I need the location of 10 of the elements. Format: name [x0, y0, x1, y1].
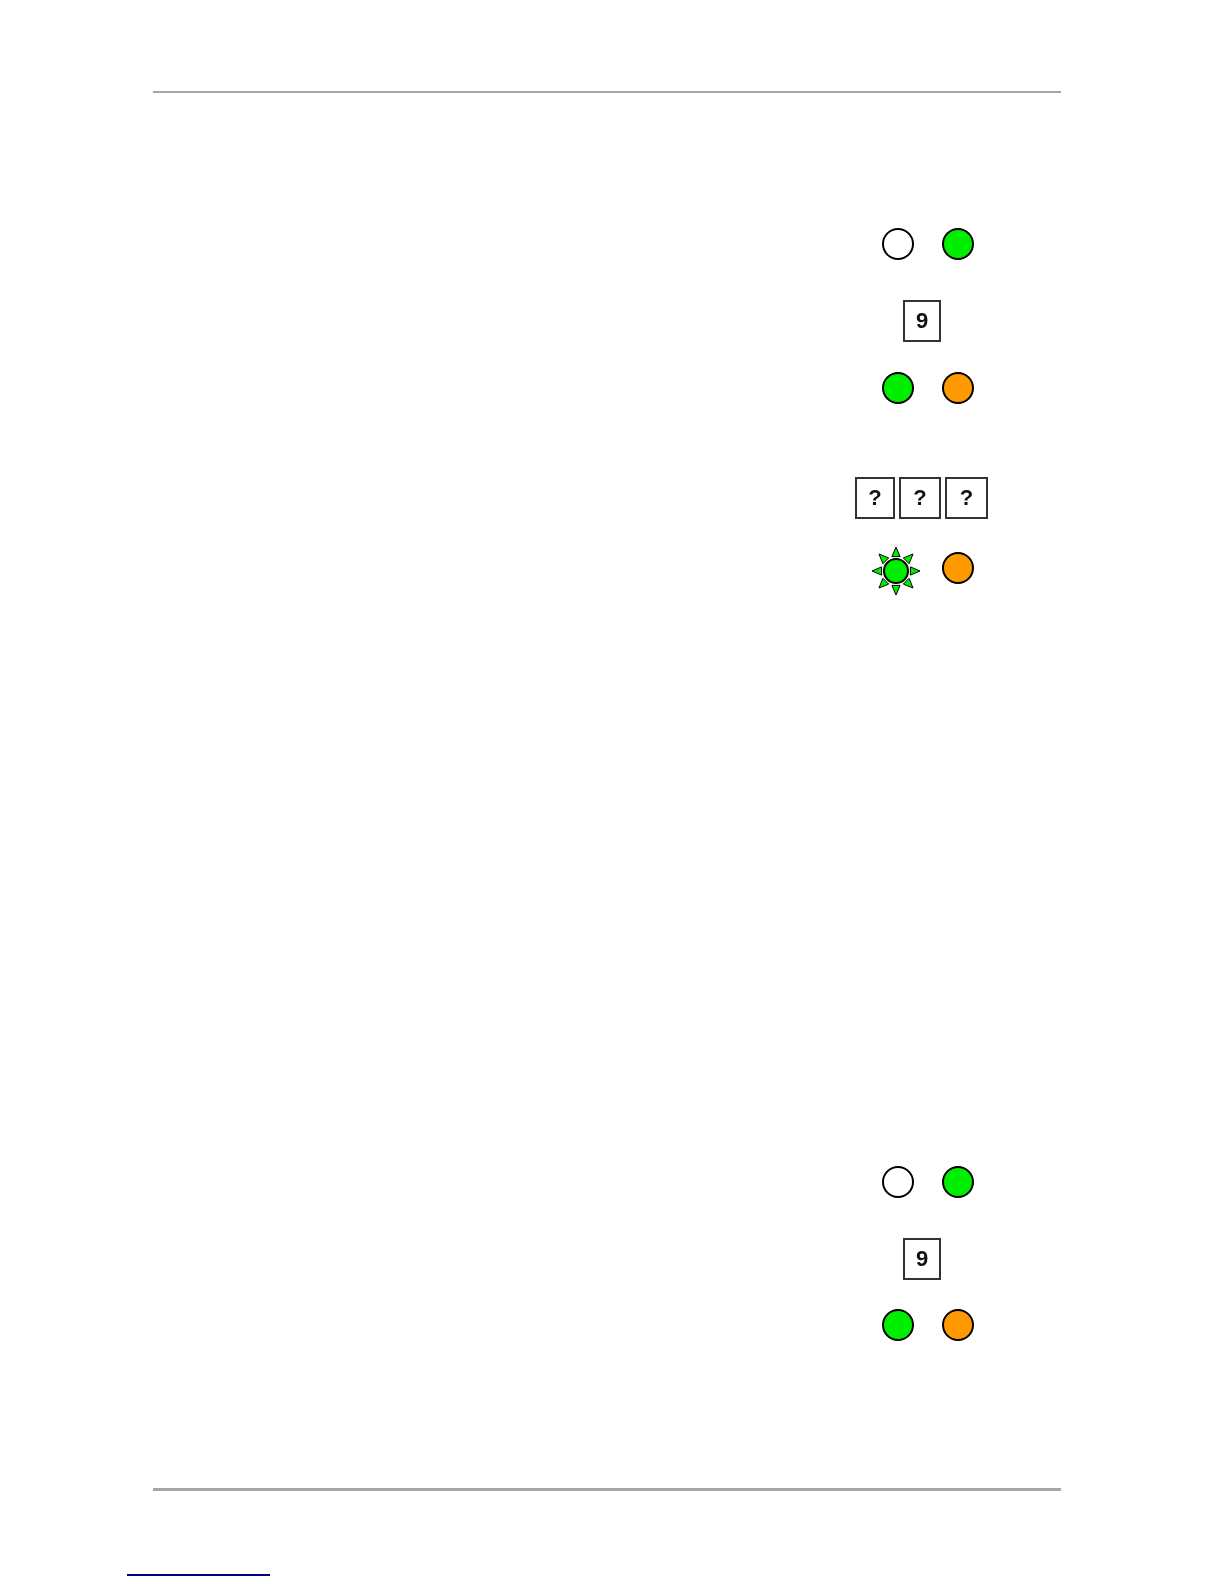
display-digit: 9: [915, 1246, 929, 1272]
display-digit-box: [945, 477, 988, 519]
display-digit: 9: [915, 308, 929, 334]
display-digit-box: [855, 477, 895, 519]
display-digit-box: [903, 300, 941, 342]
display-digit-box: [903, 1238, 941, 1280]
display-digit: ?: [959, 485, 974, 511]
display-digit: ?: [868, 485, 882, 511]
display-digit: ?: [913, 485, 927, 511]
display-digit-box: [899, 477, 941, 519]
